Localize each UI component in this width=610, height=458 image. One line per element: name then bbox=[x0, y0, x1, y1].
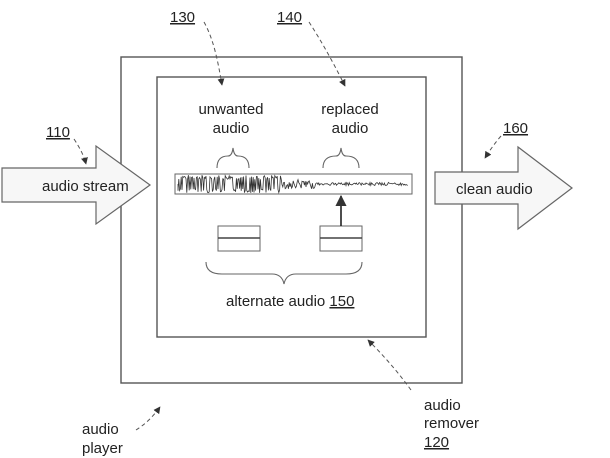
replaced-label-line1: replaced bbox=[321, 101, 379, 118]
ref-120: 120 bbox=[424, 434, 449, 451]
waveform-strip bbox=[174, 173, 413, 195]
alternate-audio-brace bbox=[205, 261, 363, 285]
audio-stream-label: audio stream bbox=[42, 178, 129, 195]
ref-130: 130 bbox=[170, 9, 195, 26]
audio-stream-arrow bbox=[1, 144, 152, 226]
clean-audio-label: clean audio bbox=[456, 181, 533, 198]
ref-120-leader bbox=[367, 339, 412, 391]
audio-player-line1: audio bbox=[82, 421, 119, 438]
unwanted-brace bbox=[216, 147, 250, 169]
clean-audio-arrow bbox=[434, 145, 573, 231]
ref-150: 150 bbox=[329, 293, 354, 310]
ref-140-leader bbox=[308, 21, 346, 87]
waveform-trace bbox=[177, 174, 408, 194]
replaced-label-line2: audio bbox=[332, 120, 369, 137]
ref-160-leader bbox=[484, 135, 502, 159]
audio-remover-line1: audio bbox=[424, 397, 461, 414]
ref-160: 160 bbox=[503, 120, 528, 137]
audio-player-leader bbox=[135, 406, 161, 431]
audio-remover-box bbox=[156, 76, 427, 338]
ref-130-leader bbox=[203, 21, 225, 86]
replaced-brace bbox=[322, 147, 360, 169]
unwanted-label-line1: unwanted bbox=[198, 101, 263, 118]
audio-waveform bbox=[177, 174, 408, 194]
alternate-audio-text: alternate audio bbox=[226, 293, 325, 310]
ref-110: 110 bbox=[46, 124, 70, 141]
audio-remover-line2: remover bbox=[424, 415, 479, 432]
audio-player-line2: player bbox=[82, 440, 123, 457]
alternate-audio-label: alternate audio 150 bbox=[226, 293, 354, 310]
ref-110-leader bbox=[73, 138, 88, 165]
ref-140: 140 bbox=[277, 9, 302, 26]
unwanted-label-line2: audio bbox=[213, 120, 250, 137]
